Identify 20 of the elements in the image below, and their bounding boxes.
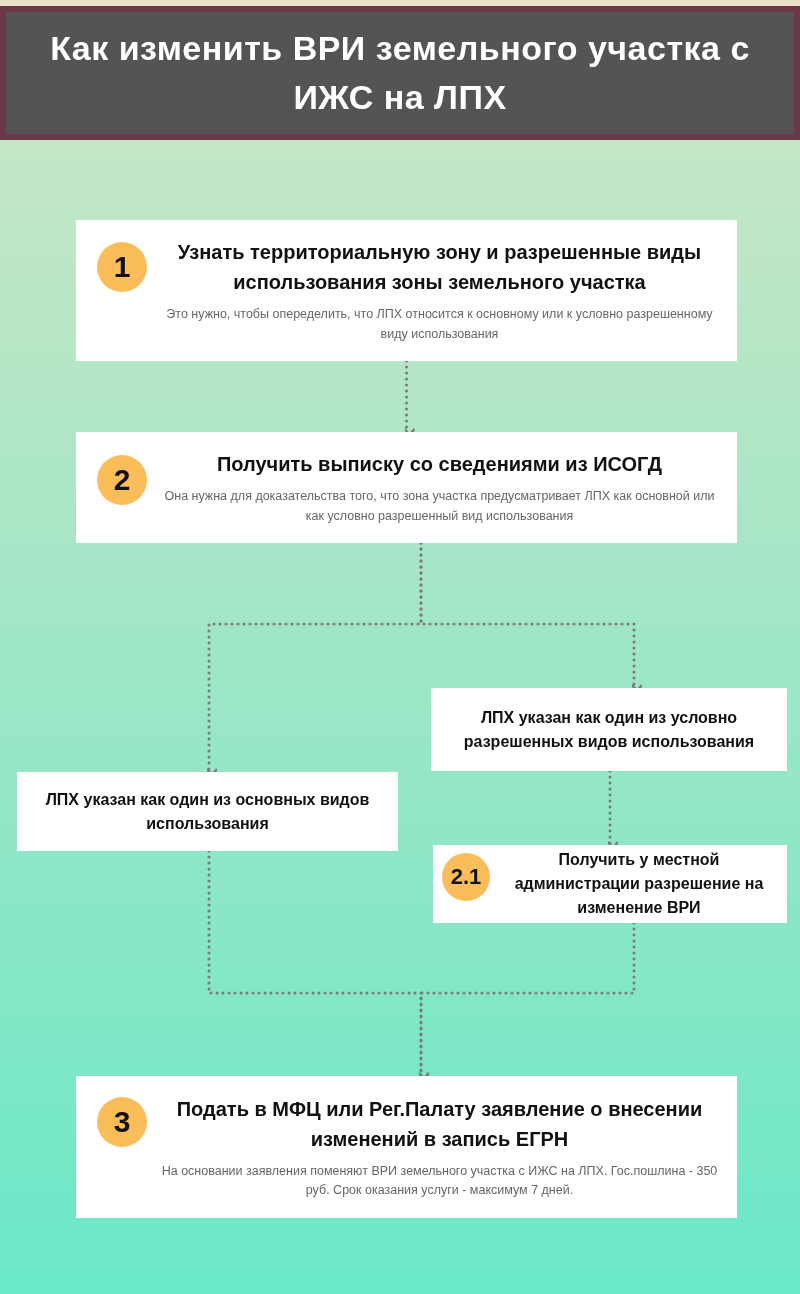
step-box (76, 432, 737, 543)
step-box (76, 1076, 737, 1218)
step-description: Она нужна для доказательства того, что зона участка предусматривает ЛПХ как основной или как условно разрешенный вид использования (163, 488, 716, 525)
step-heading: ЛПХ указан как один из условно разрешенных видов использования (462, 707, 756, 752)
step-number-badge: 2.1 (442, 853, 490, 901)
step-heading: Получить у местной администрации разрешение на изменение ВРИ (513, 850, 765, 918)
step-box (17, 772, 398, 851)
title: Как изменить ВРИ земельного участка с ИЖС на ЛПХ (49, 27, 751, 118)
step-number-badge: 2 (97, 455, 147, 505)
step-heading: Узнать территориальную зону и разрешенные виды использования зоны земельного участка (176, 240, 703, 296)
step-description: На основании заявления поменяют ВРИ земельного участка с ИЖС на ЛПХ. Гос.пошлина - 350 руб. Срок оказания услуги - максимум 7 дней. (160, 1162, 719, 1199)
step-heading: ЛПХ указан как один из основных видов использования (44, 789, 371, 834)
step-number-badge: 1 (97, 242, 147, 292)
step-description: Это нужно, чтобы опеределить, что ЛПХ относится к основному или к условно разрешенному виду использования (165, 306, 714, 343)
step-number-badge: 3 (97, 1097, 147, 1147)
step-box (433, 845, 787, 923)
step-box (431, 688, 787, 771)
step-heading: Получить выписку со сведениями из ИСОГД (216, 452, 663, 478)
step-box (76, 220, 737, 361)
step-heading: Подать в МФЦ или Рег.Палату заявление о внесении изменений в запись ЕГРН (175, 1096, 704, 1152)
